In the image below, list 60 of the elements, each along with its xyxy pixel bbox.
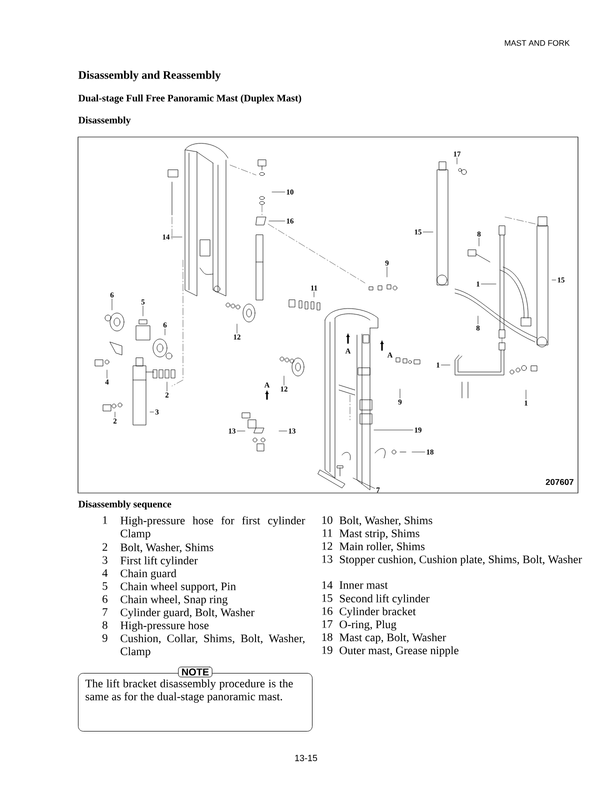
list-item: Main roller, Shims xyxy=(340,542,425,552)
item-number: 19 xyxy=(322,646,332,654)
item-number: 17 xyxy=(322,620,332,628)
leader-line xyxy=(441,364,450,366)
leader-line xyxy=(352,478,375,489)
item-number: 2 xyxy=(102,543,108,551)
list-item: Mast strip, Shims xyxy=(340,529,420,540)
item-number: 9 xyxy=(102,634,108,642)
item-number: 11 xyxy=(322,529,332,537)
item-number: 16 xyxy=(322,607,332,615)
list-item: Chain guard xyxy=(120,569,176,580)
list-item: O-ring, Plug xyxy=(340,620,396,631)
leader-line xyxy=(114,412,116,418)
list-item: Cylinder guard, Bolt, Washer xyxy=(120,608,254,619)
list-item: Bolt, Washer, Shims xyxy=(340,516,432,526)
leader-line xyxy=(236,430,246,432)
leader-line xyxy=(478,238,480,246)
leader-line xyxy=(236,324,238,334)
list-item: High-pressure hose for first cylinder Clamp xyxy=(120,516,306,540)
item-number: 8 xyxy=(102,621,108,629)
leader-line xyxy=(164,328,166,336)
leader-line xyxy=(386,266,388,278)
item-number: 3 xyxy=(102,556,108,564)
item-number: 5 xyxy=(102,582,108,590)
heading: Disassembly xyxy=(78,116,131,126)
leader-line xyxy=(106,370,108,378)
list-item: Cushion, Collar, Shims, Bolt, Washer, Clamp xyxy=(120,634,304,658)
item-number: 13 xyxy=(322,555,332,563)
list-item: Cylinder bracket xyxy=(340,607,416,618)
list-item: Second lift cylinder xyxy=(340,594,430,605)
page-title: Disassembly and Reassembly xyxy=(78,70,221,82)
leader-line xyxy=(278,430,288,432)
leader-line xyxy=(142,306,144,316)
item-number: 7 xyxy=(102,608,108,616)
item-number: 6 xyxy=(102,595,108,603)
list-item: Stopper cushion, Cushion plate, Shims, Bolt, Washer xyxy=(340,555,582,566)
item-number: 4 xyxy=(102,569,108,577)
list-item: Chain wheel, Snap ring xyxy=(120,595,228,606)
leader-line xyxy=(268,220,286,222)
leader-line xyxy=(170,236,182,238)
item-number: 15 xyxy=(322,594,332,602)
list-item: High-pressure hose xyxy=(120,621,209,632)
page-number: 13-15 xyxy=(295,754,318,762)
list-item: Chain wheel support, Pin xyxy=(120,582,236,593)
list-item: Mast cap, Bolt, Washer xyxy=(340,633,446,644)
section-heading: Disassembly sequence xyxy=(78,500,172,510)
heading: Dual-stage Full Free Panoramic Mast (Duplex Mast) xyxy=(78,94,302,104)
note-box: NOTE The lift bracket disassembly procedure is the same as for the dual-stage panoramic mast. xyxy=(78,666,312,732)
list-item: Outer mast, Grease nipple xyxy=(340,646,458,657)
item-number: 14 xyxy=(322,581,333,589)
list-item: Bolt, Washer, Shims xyxy=(120,543,214,553)
list-item: Inner mast xyxy=(340,581,388,589)
item-number: 18 xyxy=(322,633,332,641)
item-number: 10 xyxy=(322,516,332,524)
leader-line xyxy=(166,382,168,392)
item-number: 12 xyxy=(322,542,332,550)
figure-number: 207607 xyxy=(546,479,574,485)
leader-line xyxy=(456,158,458,164)
list-item: First lift cylinder xyxy=(120,556,198,567)
item-number: 1 xyxy=(103,516,108,524)
